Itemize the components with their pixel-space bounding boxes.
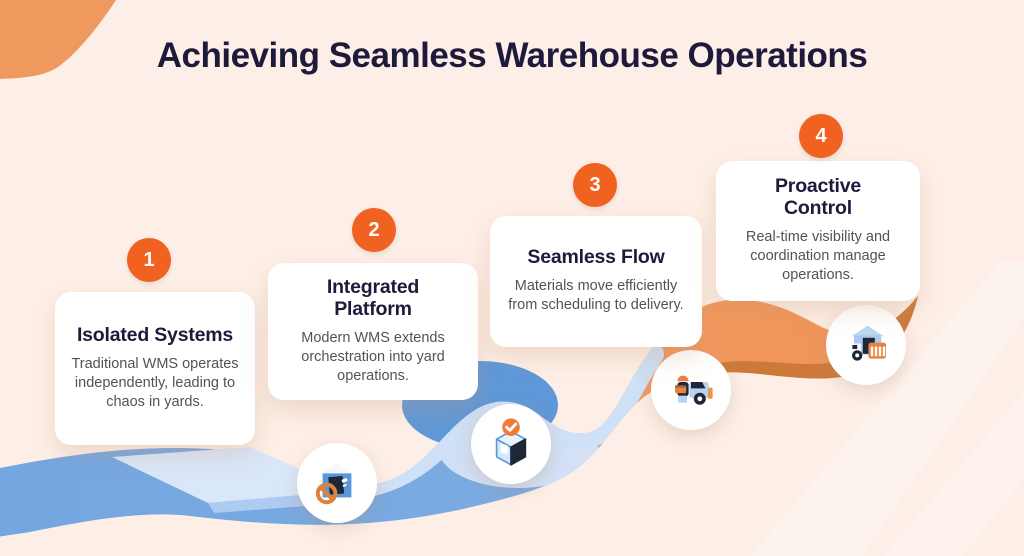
step-card: Seamless Flow Materials move efficiently… <box>490 216 702 347</box>
diagonal-highlight-stripe <box>750 262 1024 556</box>
step-icon-circle <box>471 404 551 484</box>
step-card: Isolated Systems Traditional WMS operate… <box>55 292 255 445</box>
step-card: Integrated Platform Modern WMS extends o… <box>268 263 478 400</box>
step-description: Traditional WMS operates independently, … <box>71 355 239 410</box>
step-heading: Integrated Platform <box>326 275 420 320</box>
step-heading: Proactive Control <box>775 175 861 220</box>
diagonal-highlight-stripe <box>884 392 1024 556</box>
step-number-badge: 3 <box>573 163 617 207</box>
warehouse-truck-crate-icon <box>850 325 886 361</box>
step-heading: Isolated Systems <box>76 323 234 346</box>
step-number-badge: 4 <box>799 114 843 158</box>
step-description: Real-time visibility and coordination ma… <box>745 229 891 284</box>
step-icon-circle <box>826 305 906 385</box>
step-heading: Seamless Flow <box>527 246 665 269</box>
blocked-warehouse-icon <box>315 463 353 505</box>
step-description: Modern WMS extends orchestration into ya… <box>301 329 445 384</box>
page-title: Achieving Seamless Warehouse Operations <box>156 36 868 75</box>
step-number-badge: 1 <box>127 238 171 282</box>
approved-package-icon <box>495 418 527 466</box>
step-description: Materials move efficiently from scheduli… <box>508 278 684 314</box>
worker-loading-truck-icon <box>675 375 713 405</box>
step-card: Proactive Control Real-time visibility a… <box>716 161 920 301</box>
step-number-badge: 2 <box>352 208 396 252</box>
step-icon-circle <box>651 350 731 430</box>
step-icon-circle <box>297 443 377 523</box>
